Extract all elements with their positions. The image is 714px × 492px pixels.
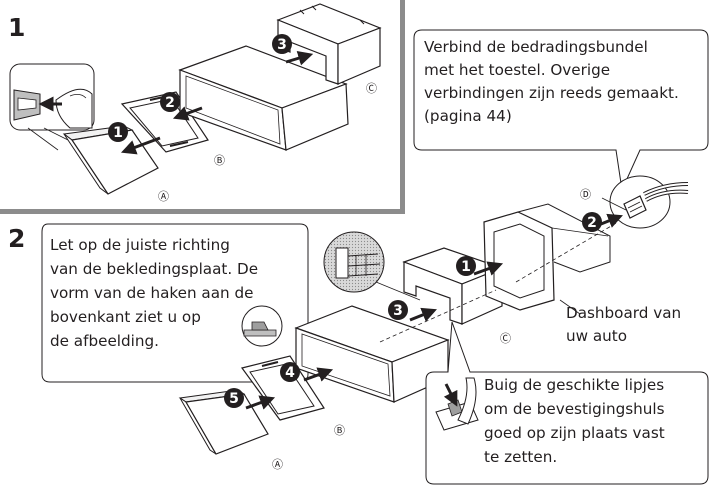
label-c: Ⓒ (500, 332, 511, 345)
svg-text:2: 2 (165, 95, 175, 111)
dashboard-label-line-2: uw auto (566, 327, 627, 345)
tabs-note-line-1: Buig de geschikte lipjes (484, 376, 664, 394)
trim-note-line-2: van de bekledingsplaat. De (50, 260, 258, 278)
faceplate-a (178, 389, 269, 455)
callout-5: 5 (224, 388, 244, 408)
svg-text:3: 3 (277, 37, 287, 53)
wiring-note-line-2: met het toestel. Overige (424, 61, 610, 79)
svg-text:1: 1 (461, 259, 471, 275)
svg-text:4: 4 (285, 365, 295, 381)
wiring-note-line-1: Verbind de bedradingsbundel (424, 38, 648, 56)
label-a: Ⓐ (158, 190, 169, 203)
trim-note-line-1: Let op de juiste richting (50, 236, 230, 254)
callout-2: 2 (582, 212, 602, 232)
tab-bending-icon (435, 377, 479, 431)
svg-text:1: 1 (113, 125, 123, 141)
label-c: Ⓒ (366, 82, 377, 95)
dashboard-label-line-1: Dashboard van (566, 304, 681, 322)
tabs-note-line-4: te zetten. (484, 448, 557, 466)
svg-text:3: 3 (393, 303, 403, 319)
dashboard-opening (483, 203, 611, 315)
wiring-note-line-3: verbindingen zijn reeds gemaakt. (424, 84, 679, 102)
trim-note-line-4: bovenkant ziet u op (50, 308, 201, 326)
step-1-arrows (120, 50, 314, 155)
step-1-number: 1 (8, 13, 25, 42)
tabs-note (425, 321, 709, 485)
label-d: Ⓓ (580, 188, 591, 201)
section-divider (0, 0, 405, 214)
label-b: Ⓑ (214, 154, 225, 167)
callout-3: 3 (272, 34, 292, 54)
tabs-note-line-2: om de bevestigingshuls (484, 400, 665, 418)
callout-1: 1 (456, 256, 476, 276)
trim-plate-b (120, 91, 209, 153)
callout-3: 3 (388, 300, 408, 320)
wiring-note (413, 29, 709, 192)
svg-text:2: 2 (587, 215, 597, 231)
step-2-number: 2 (8, 224, 25, 253)
wiring-connector-d (601, 175, 689, 229)
release-button-detail (9, 63, 95, 151)
label-a: Ⓐ (272, 458, 283, 471)
callout-4: 4 (280, 362, 300, 382)
sleeve-tab-detail (323, 231, 421, 301)
svg-text:5: 5 (229, 391, 239, 407)
unit-body (294, 305, 450, 403)
callout-1: 1 (108, 122, 128, 142)
trim-note-line-5: de afbeelding. (50, 332, 159, 350)
alignment-guides (379, 221, 619, 343)
trim-note-line-3: vorm van de haken aan de (50, 284, 253, 302)
mounting-sleeve-c (276, 3, 382, 85)
callout-2: 2 (160, 92, 180, 112)
hook-detail (241, 305, 283, 347)
unit-body (178, 45, 349, 151)
label-b: Ⓑ (334, 424, 345, 437)
tabs-note-line-3: goed op zijn plaats vast (484, 424, 665, 442)
step-2-arrows (245, 213, 623, 410)
wiring-note-line-4: (pagina 44) (424, 107, 512, 125)
